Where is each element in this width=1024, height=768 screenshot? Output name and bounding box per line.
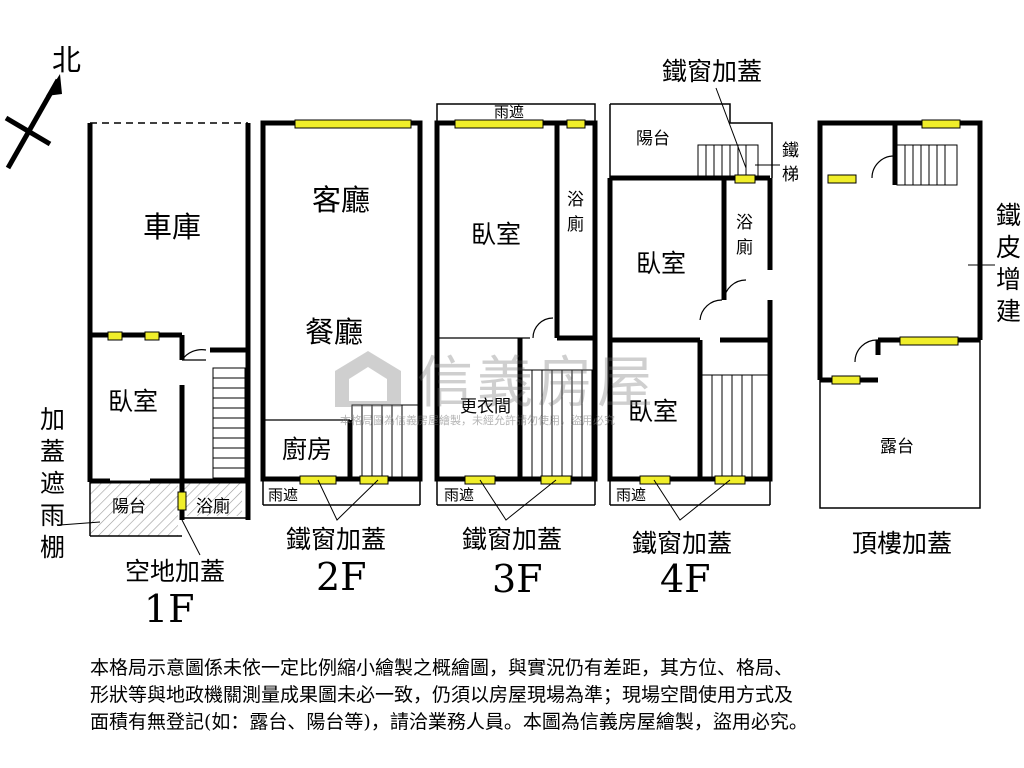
floor-label-4f: 4F <box>660 557 711 601</box>
room-balcony-1f: 陽台 <box>112 497 146 517</box>
floor-label-1f: 1F <box>144 587 195 631</box>
rain-cover-4f: 雨遮 <box>616 486 646 504</box>
room-garage: 車庫 <box>143 210 201 244</box>
room-bath-3f-b: 廁 <box>567 214 584 235</box>
rain-cover-2f: 雨遮 <box>268 486 298 504</box>
north-label: 北 <box>52 43 81 77</box>
floor-1f <box>87 122 251 537</box>
iron-window-3f: 鐵窗加蓋 <box>462 525 562 554</box>
room-bath-3f-a: 浴 <box>567 190 584 210</box>
floor-label-3f: 3F <box>492 557 543 601</box>
room-kitchen: 廚房 <box>282 435 332 464</box>
room-bath-4f-b: 廁 <box>736 237 753 258</box>
iron-window-2f: 鐵窗加蓋 <box>286 525 386 554</box>
disclaimer-text: 本格局示意圖係未依一定比例縮小繪製之概繪圖，與實況仍有差距，其方位、格局、 形狀… <box>90 657 808 733</box>
iron-ext-2: 皮 <box>996 233 1021 262</box>
rain-shed-2: 蓋 <box>40 437 65 466</box>
callout-lines <box>181 479 731 556</box>
rain-shed-5: 棚 <box>40 533 65 562</box>
room-bedroom-4f-bottom: 臥室 <box>628 397 678 426</box>
floor-2f <box>260 119 423 506</box>
roof-cover-label: 頂樓加蓋 <box>852 529 952 558</box>
iron-stair-label-1: 鐵 <box>782 141 799 161</box>
rain-shed-3: 遮 <box>40 469 65 498</box>
room-closet-3f: 更衣間 <box>460 397 511 417</box>
room-bath-1f: 浴廁 <box>196 496 230 517</box>
yard-cover-label: 空地加蓋 <box>125 557 225 586</box>
rain-shed-area <box>90 482 178 536</box>
floor-3f <box>434 103 598 506</box>
iron-ext-1: 鐵 <box>996 201 1021 230</box>
iron-ext-4: 建 <box>996 297 1021 326</box>
room-dining: 餐廳 <box>305 315 363 349</box>
north-arrow-icon <box>4 74 62 170</box>
room-bath-4f-a: 浴 <box>736 213 753 233</box>
room-balcony-4f: 陽台 <box>636 129 670 149</box>
watermark-fine-print: 本格局圖為信義房屋繪製，未經允許請勿使用，盜用必究 <box>340 414 615 427</box>
room-terrace: 露台 <box>880 437 914 457</box>
iron-window-label-top: 鐵窗加蓋 <box>662 57 762 86</box>
rain-cover-3f: 雨遮 <box>444 486 474 504</box>
room-bedroom-4f-top: 臥室 <box>636 249 686 278</box>
room-bedroom-1f: 臥室 <box>108 387 158 416</box>
iron-ext-3: 增 <box>996 265 1021 294</box>
floor-plan: 北 車庫 臥室 陽台 浴廁 <box>4 43 1021 631</box>
room-living: 客廳 <box>312 183 370 217</box>
rain-shed-1: 加 <box>40 405 65 434</box>
iron-stair-label-2: 梯 <box>782 165 799 185</box>
floor-roof <box>817 119 995 509</box>
rain-cover-3f-top: 雨遮 <box>494 103 524 121</box>
yard-cover-area <box>180 482 242 516</box>
rain-shed-4: 雨 <box>40 501 65 530</box>
iron-window-4f: 鐵窗加蓋 <box>632 529 732 558</box>
room-bedroom-3f: 臥室 <box>471 220 521 249</box>
floor-4f <box>607 87 780 506</box>
floor-label-2f: 2F <box>316 555 367 599</box>
